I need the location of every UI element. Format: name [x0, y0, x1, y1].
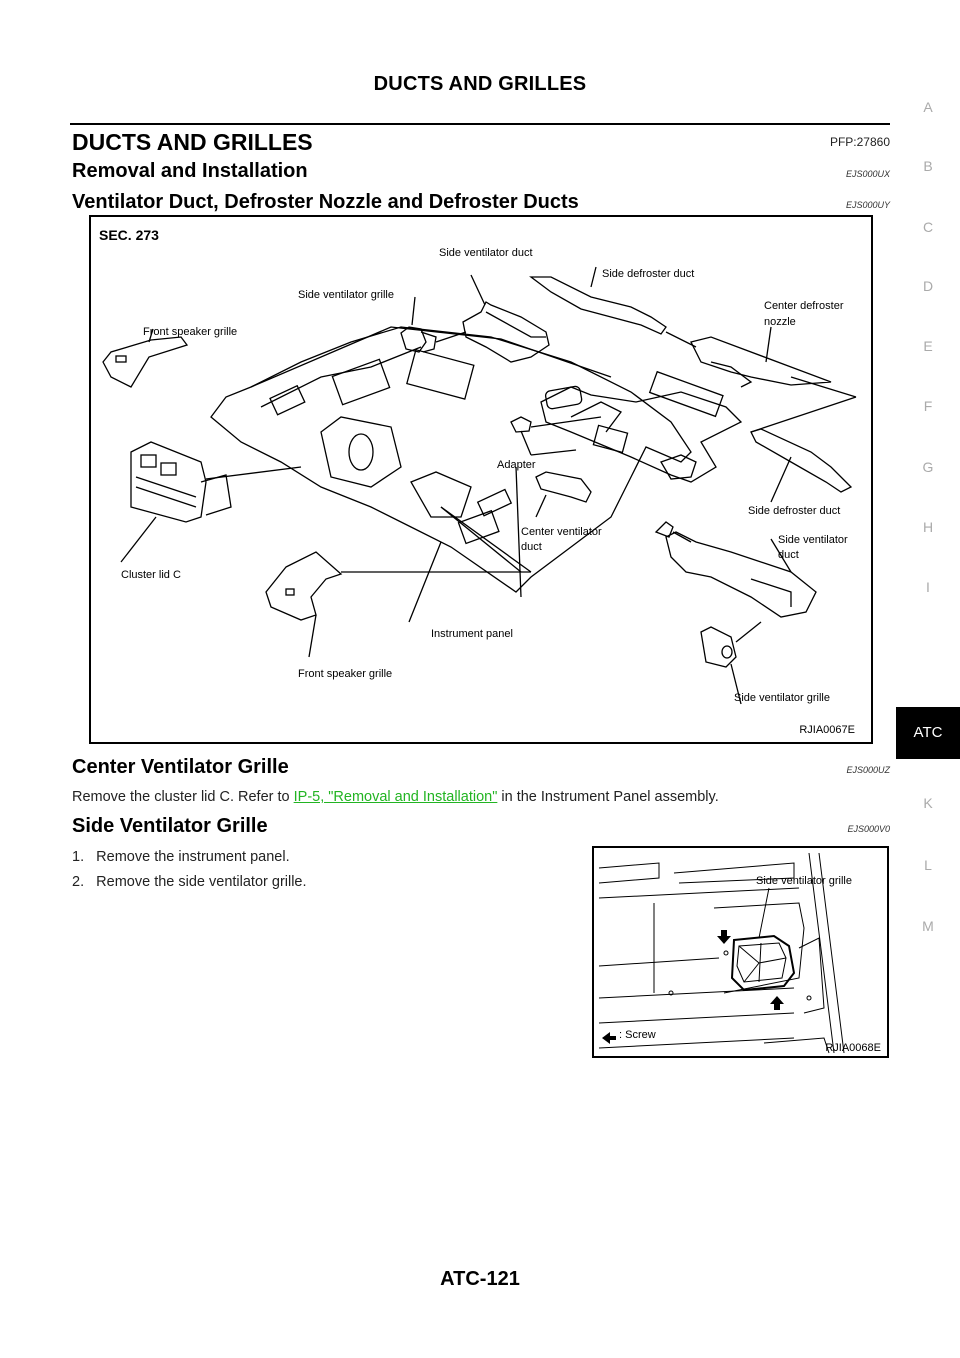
label-side-ventilator-grille: Side ventilator grille — [756, 875, 852, 887]
label-front-speaker-grille-top: Front speaker grille — [143, 326, 238, 338]
tab-k[interactable]: K — [923, 795, 933, 811]
label-center-ventilator-duct-2: duct — [521, 541, 542, 553]
side-grille-code: EJS000V0 — [847, 824, 890, 834]
screw-legend: : Screw — [619, 1029, 656, 1041]
tab-m[interactable]: M — [922, 918, 934, 934]
running-header-title: DUCTS AND GRILLES — [373, 73, 587, 95]
tab-l[interactable]: L — [924, 857, 932, 873]
label-side-ventilator-duct-right-2: duct — [778, 549, 799, 561]
side-grille-drawing — [598, 852, 845, 1054]
section-title: DUCTS AND GRILLES — [72, 129, 313, 155]
ventilator-section-code: EJS000UY — [845, 200, 890, 210]
step-1: 1. Remove the instrument panel. — [72, 849, 290, 865]
center-grille-instruction: Remove the cluster lid C. Refer to IP-5,… — [72, 789, 719, 805]
instruction-text-after: in the Instrument Panel assembly. — [497, 789, 719, 805]
exploded-diagram-drawing — [102, 266, 857, 705]
label-side-ventilator-grille-bottom: Side ventilator grille — [734, 692, 830, 704]
tab-b[interactable]: B — [923, 158, 933, 174]
page-number: ATC-121 — [440, 1268, 520, 1290]
tab-d[interactable]: D — [922, 278, 934, 294]
label-side-ventilator-duct-top: Side ventilator duct — [439, 247, 533, 259]
label-instrument-panel: Instrument panel — [431, 628, 513, 640]
label-side-ventilator-duct-right-1: Side ventilator — [778, 534, 848, 546]
header-rule — [70, 123, 890, 125]
tab-e[interactable]: E — [923, 338, 933, 354]
label-center-defroster-nozzle-1: Center defroster — [764, 300, 844, 312]
figure-code-2: RJIA0068E — [825, 1042, 881, 1054]
figure-section-number: SEC. 273 — [99, 227, 159, 243]
label-cluster-lid-c: Cluster lid C — [121, 569, 181, 581]
tab-i[interactable]: I — [926, 579, 930, 595]
tab-h[interactable]: H — [922, 519, 934, 535]
figure-code: RJIA0067E — [799, 724, 855, 736]
label-center-defroster-nozzle-2: nozzle — [764, 316, 796, 328]
tab-atc-active[interactable]: ATC — [896, 707, 960, 759]
section-tab-strip: A B C D E F G H I ATC K L M — [896, 0, 960, 1358]
label-side-ventilator-grille-top: Side ventilator grille — [298, 289, 394, 301]
exploded-diagram-figure: SEC. 273 Side ventilator duct Side defro… — [89, 215, 873, 744]
center-grille-code: EJS000UZ — [846, 765, 890, 775]
label-side-defroster-duct-right: Side defroster duct — [748, 505, 841, 517]
step-2: 2. Remove the side ventilator grille. — [72, 874, 307, 890]
side-grille-figure: Side ventilator grille : Screw RJIA0068E — [592, 846, 889, 1058]
tab-f[interactable]: F — [923, 398, 933, 414]
label-adapter: Adapter — [497, 459, 536, 471]
pfp-code: PFP:27860 — [829, 135, 890, 149]
side-grille-title: Side Ventilator Grille — [72, 815, 268, 837]
tab-c[interactable]: C — [922, 219, 934, 235]
tab-a[interactable]: A — [923, 99, 933, 115]
instruction-text: Remove the cluster lid C. Refer to — [72, 789, 294, 805]
ventilator-section-title: Ventilator Duct, Defroster Nozzle and De… — [72, 191, 579, 213]
subsection-title: Removal and Installation — [72, 160, 308, 182]
center-grille-title: Center Ventilator Grille — [72, 756, 289, 778]
label-front-speaker-grille-bottom: Front speaker grille — [298, 668, 393, 680]
tab-g[interactable]: G — [922, 459, 934, 475]
subsection-code: EJS000UX — [845, 169, 890, 179]
label-center-ventilator-duct-1: Center ventilator — [521, 526, 602, 538]
ip5-removal-link[interactable]: IP-5, "Removal and Installation" — [293, 789, 498, 805]
label-side-defroster-duct-top: Side defroster duct — [602, 268, 695, 280]
